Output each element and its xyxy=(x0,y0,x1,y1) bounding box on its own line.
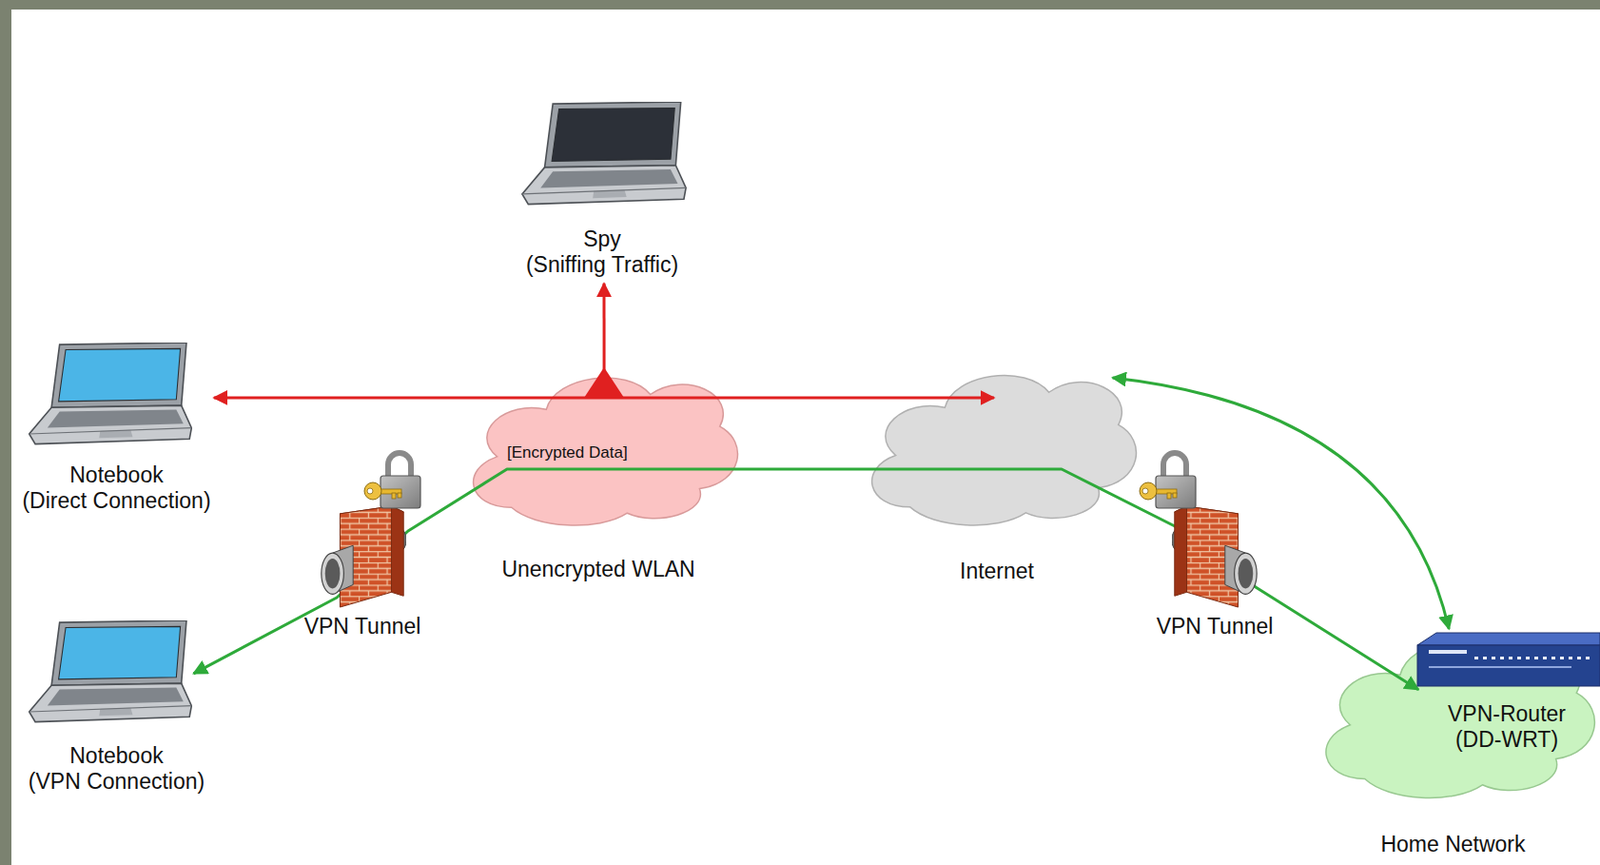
vpn-traffic-arrow xyxy=(194,468,1420,690)
device-label: VPN-Router (DD-WRT) xyxy=(1447,701,1566,753)
spy-laptop-node: Spy (Sniffing Traffic) xyxy=(507,95,698,278)
laptop-node: Notebook (VPN Connection) xyxy=(9,616,224,795)
device-label: Notebook (Direct Connection) xyxy=(21,462,211,514)
vpn-traffic-arrow xyxy=(1112,377,1450,629)
network-cloud: Internet xyxy=(852,344,1142,536)
firewall-left xyxy=(321,506,407,607)
plain-traffic-arrow xyxy=(603,283,606,371)
laptop-spy xyxy=(522,101,686,205)
cloud-shape xyxy=(453,347,743,536)
cloud-label: Internet xyxy=(814,558,1180,585)
cloud-label: Unencrypted WLAN xyxy=(415,556,781,583)
laptop-vpn xyxy=(29,620,193,722)
laptop-direct xyxy=(29,342,193,445)
device-label: Spy (Sniffing Traffic) xyxy=(526,226,679,278)
cloud-label: Home Network xyxy=(1268,831,1600,858)
device-label: Notebook (VPN Connection) xyxy=(28,742,205,795)
edge-label: [Encrypted Data] xyxy=(507,443,628,463)
laptop-node: Notebook (Direct Connection) xyxy=(9,337,224,514)
router-node: VPN-Router (DD-WRT) xyxy=(1413,628,1600,753)
network-cloud: Home NetworkVPN-Router (DD-WRT) xyxy=(1306,608,1600,809)
firewall-right xyxy=(1171,506,1257,607)
cloud-shape xyxy=(852,344,1142,536)
lock-right xyxy=(1139,452,1196,508)
tunnel-label: VPN Tunnel xyxy=(304,613,422,640)
tunnel-label: VPN Tunnel xyxy=(1156,613,1274,640)
network-cloud: Unencrypted WLAN xyxy=(453,347,743,536)
lock-left xyxy=(364,452,421,508)
